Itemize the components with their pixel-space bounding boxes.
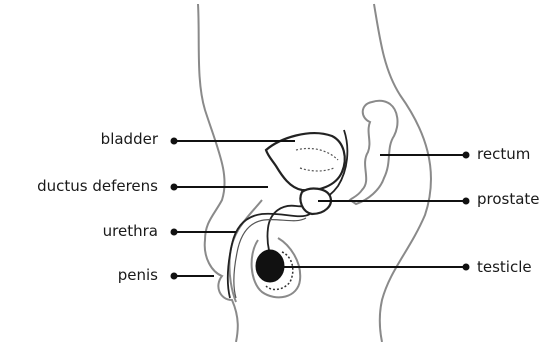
label-prostate: prostate [477,190,540,208]
label-testicle: testicle [477,258,532,276]
rectum-shape [350,101,397,204]
testicle-shape [256,250,284,282]
label-bladder: bladder [101,130,158,148]
label-rectum: rectum [477,145,530,163]
label-ductus-deferens: ductus deferens [37,177,158,195]
label-penis: penis [118,266,158,284]
label-urethra: urethra [103,222,158,240]
